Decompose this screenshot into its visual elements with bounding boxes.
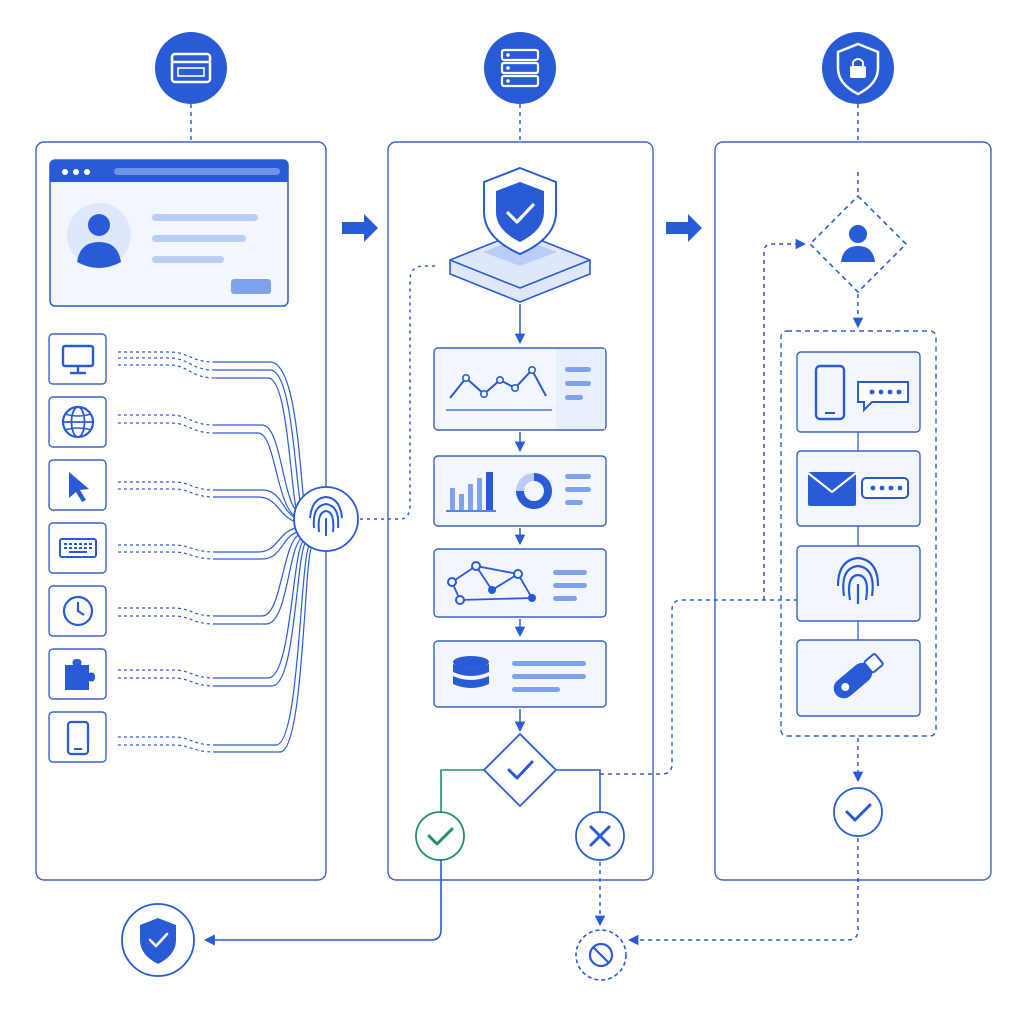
line-chart-icon	[433, 347, 607, 431]
access-blocked-icon	[575, 929, 627, 981]
step-up-branch	[600, 588, 859, 775]
verified-check-icon[interactable]	[833, 787, 883, 837]
signal-to-analysis-connector	[360, 265, 436, 520]
keyboard-icon	[48, 522, 107, 574]
signal-connectors	[118, 351, 313, 753]
check-diamond-icon[interactable]	[482, 732, 558, 808]
browser-window-icon	[155, 32, 227, 142]
sms-otp-icon[interactable]	[796, 351, 921, 433]
monitor-icon	[48, 333, 107, 385]
reject-branch	[556, 769, 601, 812]
approve-to-granted-connector	[203, 860, 442, 946]
reject-x-icon[interactable]	[575, 811, 625, 861]
cursor-icon	[48, 459, 107, 511]
bar-donut-chart-icon	[433, 455, 607, 527]
user-avatar-icon	[67, 203, 131, 268]
approve-check-icon[interactable]	[415, 811, 465, 861]
flow-arrow-1	[342, 214, 378, 242]
fingerprint-icon	[293, 486, 359, 552]
analysis-panel	[387, 141, 654, 881]
flow-arrow-2	[666, 214, 702, 242]
profile-card	[49, 159, 289, 307]
user-diamond-icon	[808, 194, 908, 294]
approve-branch	[440, 769, 484, 812]
clock-icon	[48, 585, 107, 637]
network-graph-icon	[433, 548, 607, 618]
verification-to-blocked-connector	[627, 838, 859, 946]
verification-panel	[714, 141, 992, 881]
database-icon	[433, 640, 607, 708]
globe-icon	[48, 396, 107, 448]
biometric-fingerprint-icon[interactable]	[796, 545, 921, 622]
email-otp-icon[interactable]	[796, 450, 921, 527]
shield-lock-icon	[822, 32, 894, 142]
puzzle-icon	[48, 648, 107, 700]
server-icon	[484, 32, 556, 142]
analysis-to-verification-connector	[763, 238, 807, 600]
verification-methods-group	[780, 330, 937, 737]
security-key-icon[interactable]	[796, 639, 921, 717]
shield-check-icon	[449, 166, 591, 303]
smartphone-icon	[48, 711, 107, 763]
access-granted-shield-icon	[121, 903, 195, 977]
